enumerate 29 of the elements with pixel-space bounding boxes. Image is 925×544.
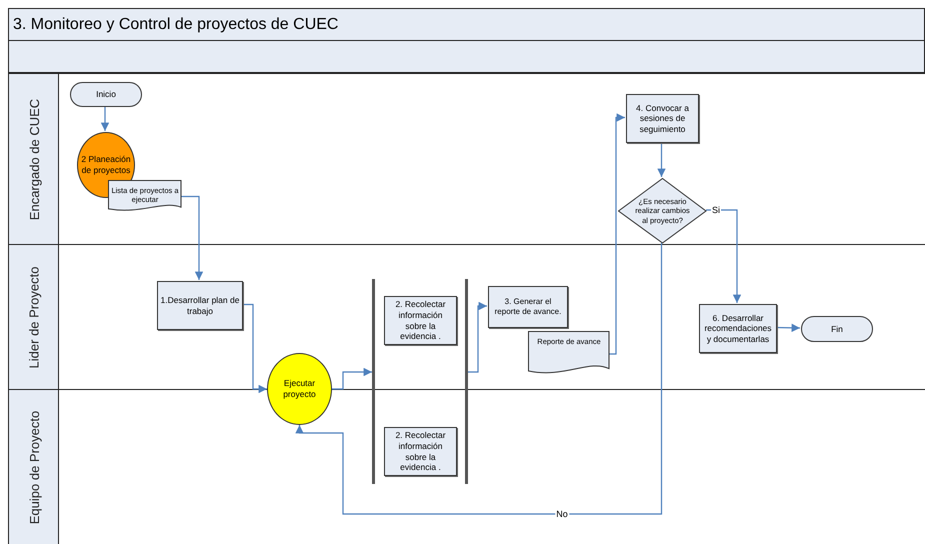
lane-label: Encargado de CUEC [26,98,42,220]
process-box: 2. Recolectar información sobre la evidencia . [384,296,457,345]
arrow [295,243,662,515]
process-box: 4. Convocar a sesiones de seguimiento [626,94,699,143]
arrow [468,302,487,373]
arrow [706,209,742,303]
lane-label: Lider de Proyecto [26,266,42,368]
terminator-pill: Inicio [70,82,142,107]
arrow [181,196,204,280]
edge-label: Si [711,205,721,215]
terminator-pill: Fin [801,316,873,342]
process-box: 3. Generar el reporte de avance. [488,286,568,328]
process-box: 2. Recolectar información sobre la evidencia . [384,427,457,476]
arrow [332,368,372,390]
process-box: 6. Desarrollar recomendaciones y documentarlas [699,304,777,353]
arrow [100,106,110,131]
process-circle: Ejecutar proyecto [267,353,332,425]
swimlane [8,73,925,244]
title: 3. Monitoreo y Control de proyectos de CUEC [8,8,925,41]
edge-label: No [555,509,569,519]
arrow [609,113,625,355]
parallel-bar [372,279,375,484]
arrow [657,142,666,177]
process-box: 1.Desarrollar plan de trabajo [157,281,243,330]
arrow [242,304,267,394]
parallel-bar [465,279,468,484]
arrow [776,324,800,332]
lane-label: Equipo de Proyecto [26,410,42,524]
swimlane [8,244,925,389]
